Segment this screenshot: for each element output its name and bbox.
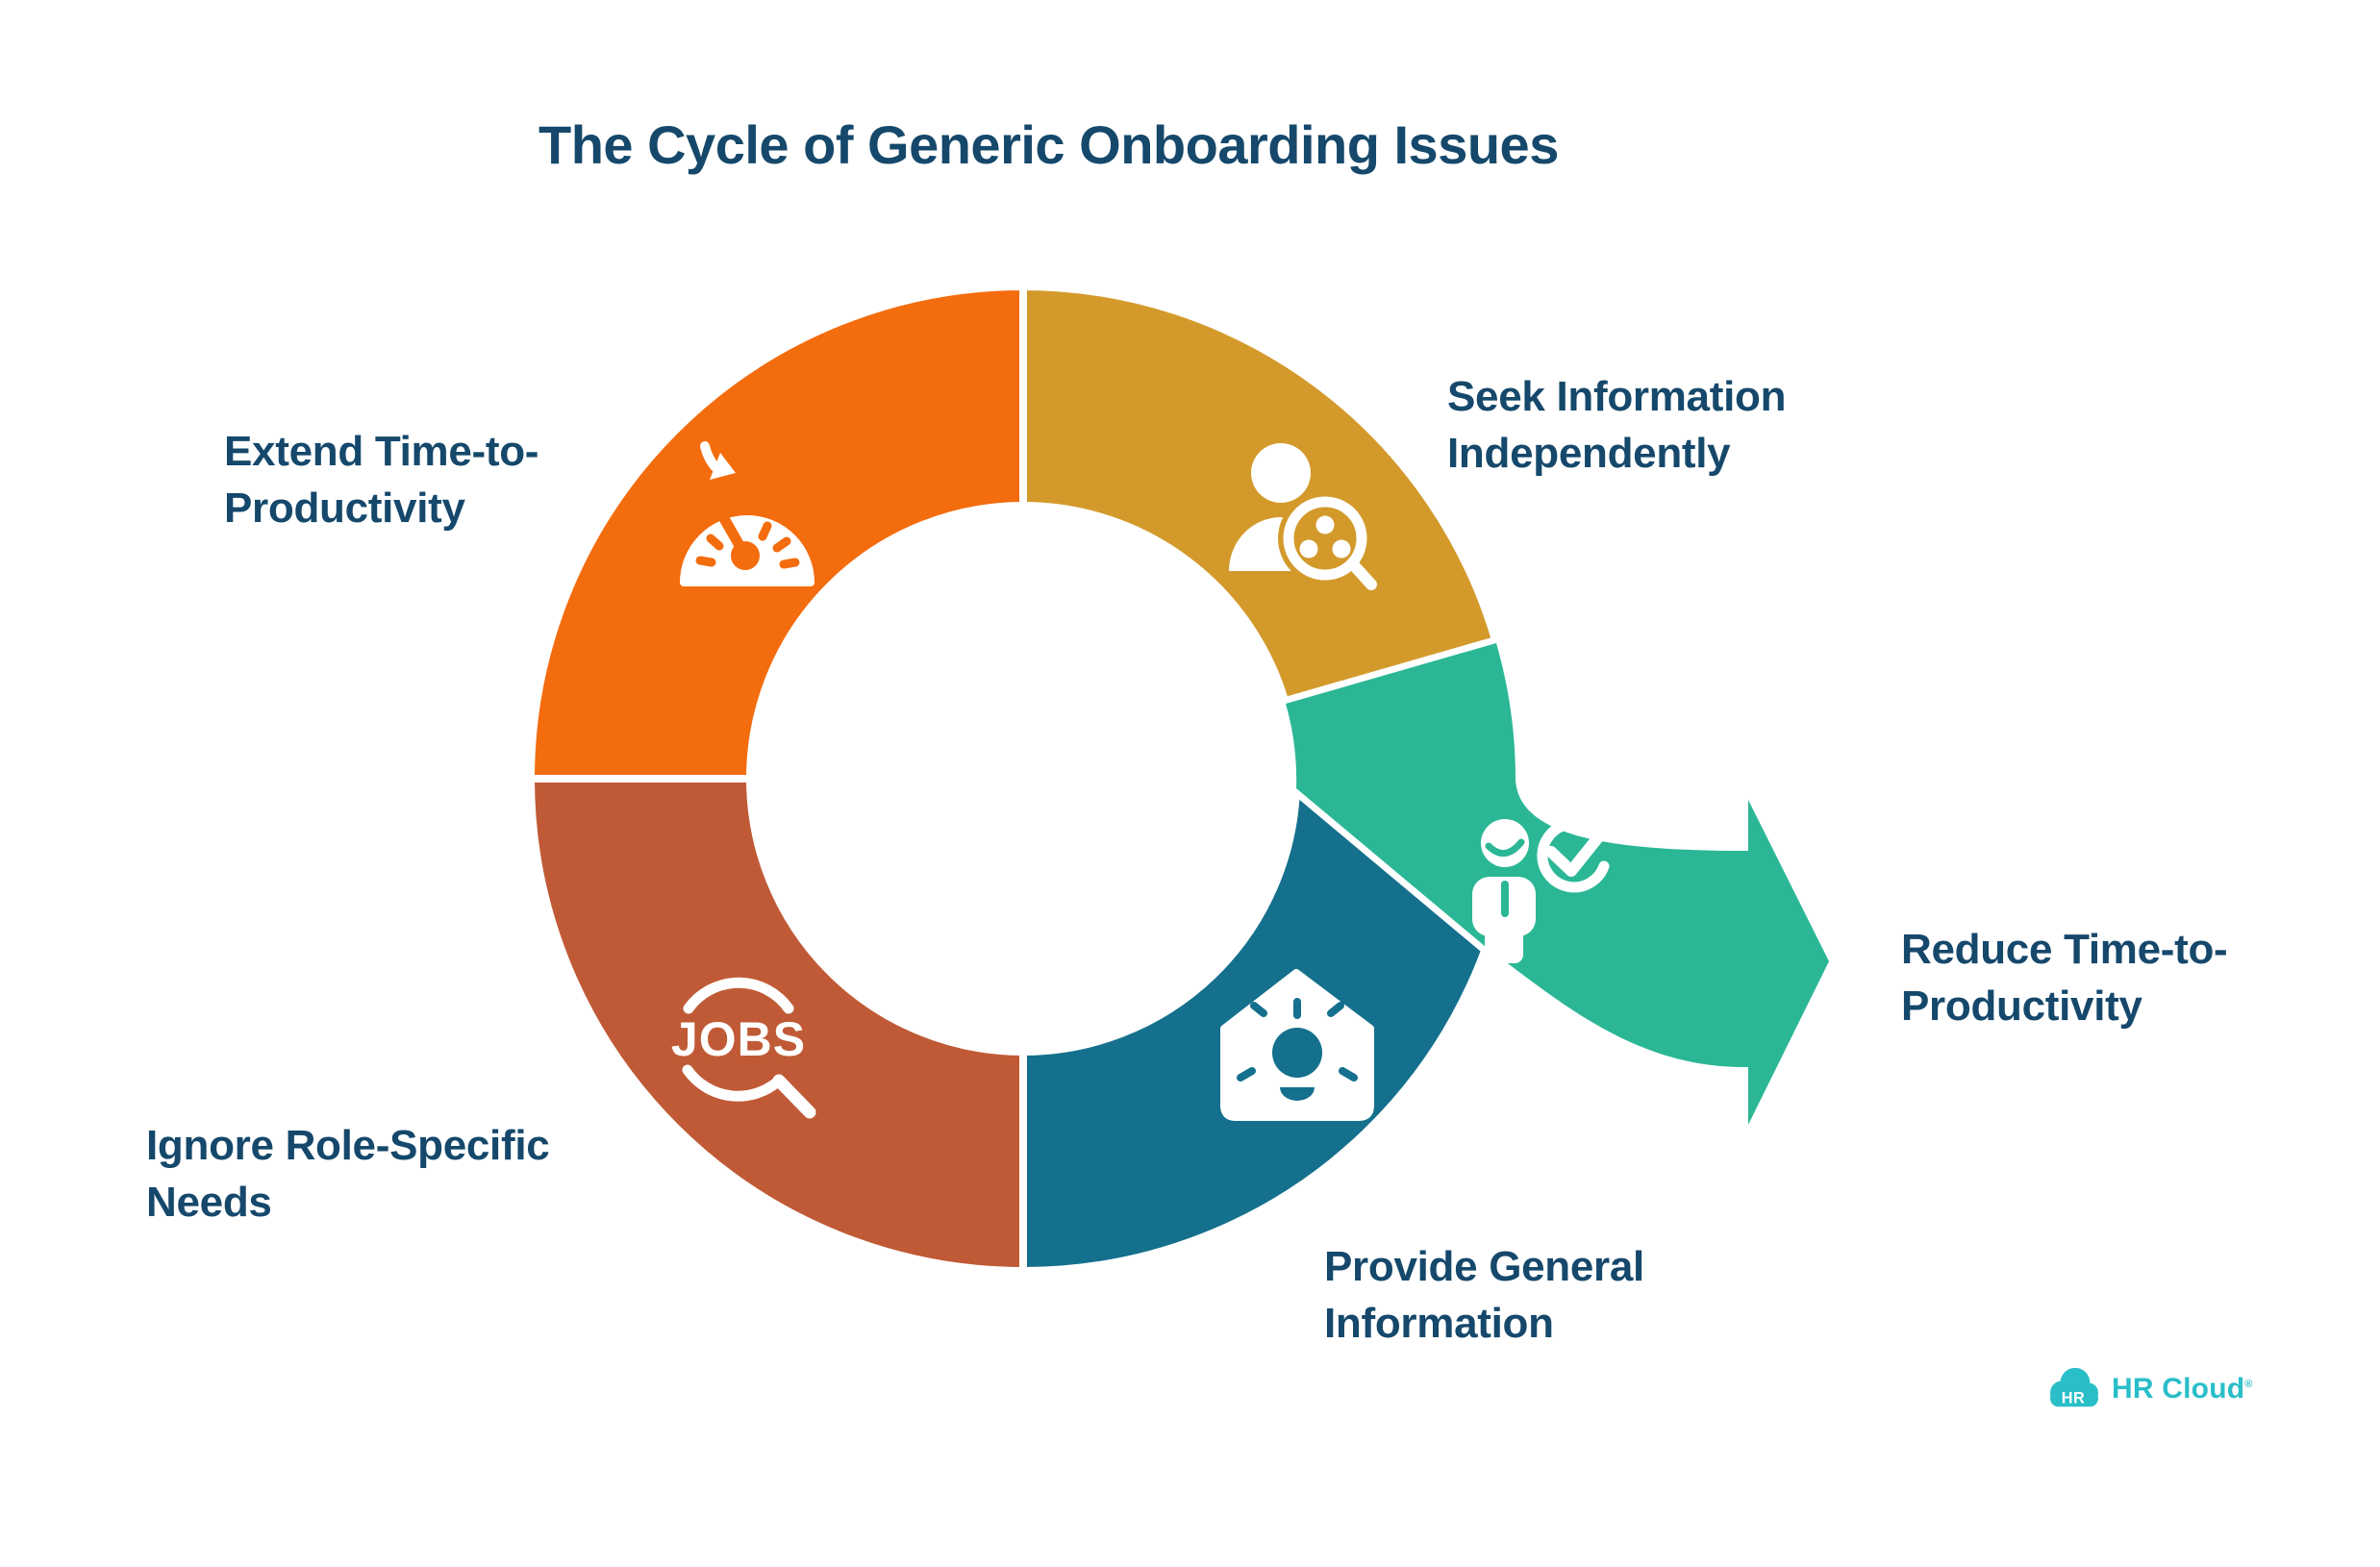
registered-mark: ® bbox=[2244, 1379, 2253, 1390]
sector-ignore-needs bbox=[526, 775, 1027, 1276]
label-line: Reduce Time-to- bbox=[1901, 926, 2228, 973]
label-line: Independently bbox=[1447, 430, 1731, 478]
hr-cloud-logo: HR HR Cloud® bbox=[2046, 1365, 2253, 1413]
page-title: The Cycle of Generic Onboarding Issues bbox=[539, 114, 1559, 175]
jobs-icon-text: JOBS bbox=[671, 1012, 806, 1066]
hr-cloud-name: HR Cloud bbox=[2112, 1373, 2245, 1405]
label-line: Information bbox=[1324, 1300, 1554, 1348]
label-reduce-time-to-productivity: Reduce Time-to- Productivity bbox=[1901, 921, 2228, 1035]
person-checkmark-icon bbox=[1472, 817, 1616, 963]
label-extend-time-to-productivity: Extend Time-to- Productivity bbox=[224, 423, 539, 537]
person-magnifier-icon bbox=[1229, 443, 1377, 590]
label-line: Ignore Role-Specific bbox=[146, 1122, 550, 1169]
label-seek-information-independently: Seek Information Independently bbox=[1447, 368, 1786, 483]
label-provide-general-information: Provide General Information bbox=[1324, 1238, 1644, 1353]
hr-cloud-wordmark: HR Cloud® bbox=[2112, 1373, 2253, 1405]
label-line: Needs bbox=[146, 1179, 272, 1227]
label-ignore-role-specific-needs: Ignore Role-Specific Needs bbox=[146, 1117, 550, 1231]
label-line: Extend Time-to- bbox=[224, 428, 539, 475]
speedometer-icon bbox=[680, 441, 814, 586]
label-line: Productivity bbox=[1901, 982, 2142, 1031]
label-line: Provide General bbox=[1324, 1243, 1644, 1290]
jobs-magnifier-icon: JOBS bbox=[671, 977, 816, 1119]
hr-cloud-icon: HR bbox=[2050, 1367, 2098, 1406]
house-lightbulb-icon bbox=[1220, 969, 1374, 1121]
sector-seek-information bbox=[1019, 282, 1501, 709]
label-line: Productivity bbox=[224, 485, 465, 533]
label-line: Seek Information bbox=[1447, 373, 1787, 420]
hr-badge-text: HR bbox=[2062, 1389, 2086, 1406]
